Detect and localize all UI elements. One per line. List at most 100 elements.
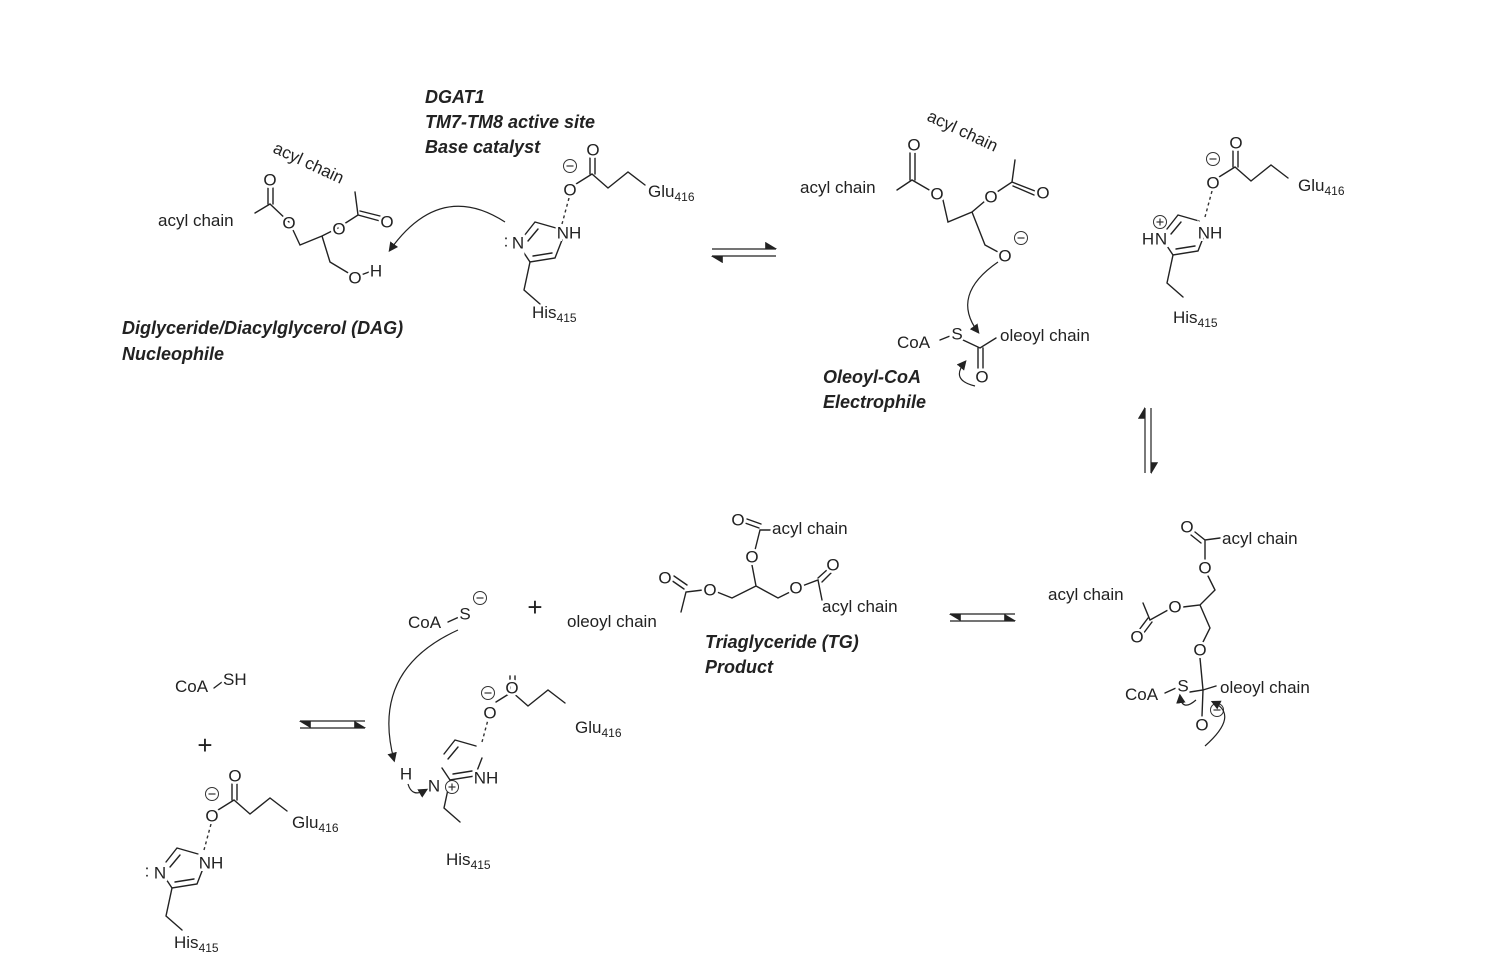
acyl-chain-label: acyl chain: [1048, 585, 1124, 604]
oxygen-atom: O: [282, 214, 295, 233]
oxygen-atom: O: [483, 704, 496, 723]
hydrogen-atom: H: [370, 262, 382, 281]
oxygen-atom: O: [1036, 184, 1049, 203]
hydrogen-atom: H: [1142, 230, 1154, 249]
coa-label: CoA: [1125, 685, 1159, 704]
oleoyl-chain-label: oleoyl chain: [1000, 326, 1090, 345]
curved-arrow-icon: [967, 261, 999, 334]
negative-charge-icon: [562, 158, 578, 174]
tg-name: Triaglyceride (TG): [705, 632, 859, 652]
tetrahedral-intermediate: O acyl chain O O acyl chain O O CoA S ol…: [1046, 515, 1312, 747]
oxygen-atom: O: [998, 247, 1011, 266]
glu416-label: Glu416: [648, 182, 695, 204]
curved-arrow-icon: [1176, 693, 1197, 706]
glu416-label: Glu416: [292, 813, 339, 835]
oxygen-atom: O: [228, 767, 241, 786]
dag-role: Nucleophile: [122, 344, 224, 364]
alkoxide-structure: acyl chain acyl chain O O O O O: [798, 104, 1052, 268]
lone-pair: :: [504, 232, 509, 251]
oxygen-atom: O: [907, 136, 920, 155]
negative-charge-icon: [1209, 702, 1225, 718]
curved-arrow-icon: [388, 205, 506, 252]
curved-arrow-icon: [1204, 700, 1226, 747]
oxygen-atom: O: [1229, 134, 1242, 153]
acyl-chain-label: acyl chain: [158, 211, 234, 230]
coa-sh: CoA SH: [173, 668, 249, 698]
oxygen-atom: O: [1193, 641, 1206, 660]
his-glu-catalytic-dyad: O O Glu416 N : NH His415: [501, 138, 697, 327]
negative-charge-icon: [472, 590, 488, 606]
negative-charge-icon: [1205, 151, 1221, 167]
nitrogen-atom: N: [1155, 230, 1167, 249]
oxygen-atom: O: [789, 579, 802, 598]
plus-sign: +: [527, 592, 542, 622]
equilibrium-arrow-icon: [948, 613, 1017, 622]
acyl-chain-label: acyl chain: [270, 138, 347, 187]
oxygen-atom: O: [975, 368, 988, 387]
nh-group: NH: [1198, 224, 1223, 243]
triglyceride-structure: O acyl chain O O O oleoyl chain O O acyl…: [565, 508, 900, 677]
coa-label: CoA: [175, 677, 209, 696]
his-glu-catalytic-dyad: O O Glu416 N : NH His415: [142, 764, 341, 957]
nitrogen-atom: N: [428, 777, 440, 796]
equilibrium-arrow-icon: [298, 720, 367, 729]
oleoyl-chain-label: oleoyl chain: [1220, 678, 1310, 697]
nitrogen-atom: N: [512, 234, 524, 253]
oxygen-atom: O: [1206, 174, 1219, 193]
acyl-chain-label: acyl chain: [822, 597, 898, 616]
negative-charge-icon: [480, 685, 496, 701]
positive-charge-icon: [1152, 214, 1168, 230]
active-site-label: TM7-TM8 active site: [425, 112, 595, 132]
oxygen-atom: O: [658, 569, 671, 588]
glu416-label: Glu416: [575, 718, 622, 740]
oxygen-atom: O: [380, 213, 393, 232]
dag-structure: acyl chain acyl chain O O O O O H Diglyc…: [122, 136, 403, 364]
glu416-label: Glu416: [1298, 176, 1345, 198]
oxygen-atom: O: [505, 679, 518, 698]
acyl-chain-label: acyl chain: [1222, 529, 1298, 548]
oxygen-atom: O: [205, 807, 218, 826]
his415-label: His415: [446, 850, 491, 872]
his-glu-protonated: O O Glu416 N H NH His415: [1139, 131, 1346, 332]
coa-label: CoA: [408, 613, 442, 632]
nh-group: NH: [557, 224, 582, 243]
his415-label: His415: [1173, 308, 1218, 330]
oxygen-atom: O: [348, 269, 361, 288]
oxygen-atom: O: [263, 171, 276, 190]
oxygen-atom: O: [1195, 716, 1208, 735]
oxygen-atom: O: [1198, 559, 1211, 578]
sulfur-atom: S: [459, 605, 470, 624]
oxygen-atom: O: [1130, 628, 1143, 647]
dag-name: Diglyceride/Diacylglycerol (DAG): [122, 318, 403, 338]
oleoyl-coa-name: Oleoyl-CoA: [823, 367, 921, 387]
curved-arrow-icon: [387, 629, 459, 763]
oxygen-atom: O: [731, 511, 744, 530]
curved-arrow-icon: [956, 360, 976, 387]
thiol-label: SH: [223, 670, 247, 689]
his415-label: His415: [174, 933, 219, 955]
tg-role: Product: [705, 657, 774, 677]
acyl-chain-label: acyl chain: [924, 106, 1001, 155]
positive-charge-icon: [444, 779, 460, 795]
coa-label: CoA: [897, 333, 931, 352]
oxygen-atom: O: [930, 185, 943, 204]
sulfur-atom: S: [1177, 677, 1188, 696]
lone-pair: :: [145, 862, 150, 881]
oxygen-atom: O: [332, 220, 345, 239]
his415-label: His415: [532, 303, 577, 325]
hydrogen-atom: H: [400, 765, 412, 784]
nitrogen-atom: N: [154, 864, 166, 883]
acyl-chain-label: acyl chain: [800, 178, 876, 197]
negative-charge-icon: [204, 786, 220, 802]
equilibrium-arrow-icon: [710, 241, 778, 264]
nh-group: NH: [199, 854, 224, 873]
coa-thiolate: CoA S: [406, 590, 488, 634]
oxygen-atom: O: [745, 548, 758, 567]
oxygen-atom: O: [984, 188, 997, 207]
oxygen-atom: O: [586, 141, 599, 160]
oleoyl-coa-role: Electrophile: [823, 392, 926, 412]
acyl-chain-label: acyl chain: [772, 519, 848, 538]
curved-arrow-icon: [407, 783, 429, 798]
